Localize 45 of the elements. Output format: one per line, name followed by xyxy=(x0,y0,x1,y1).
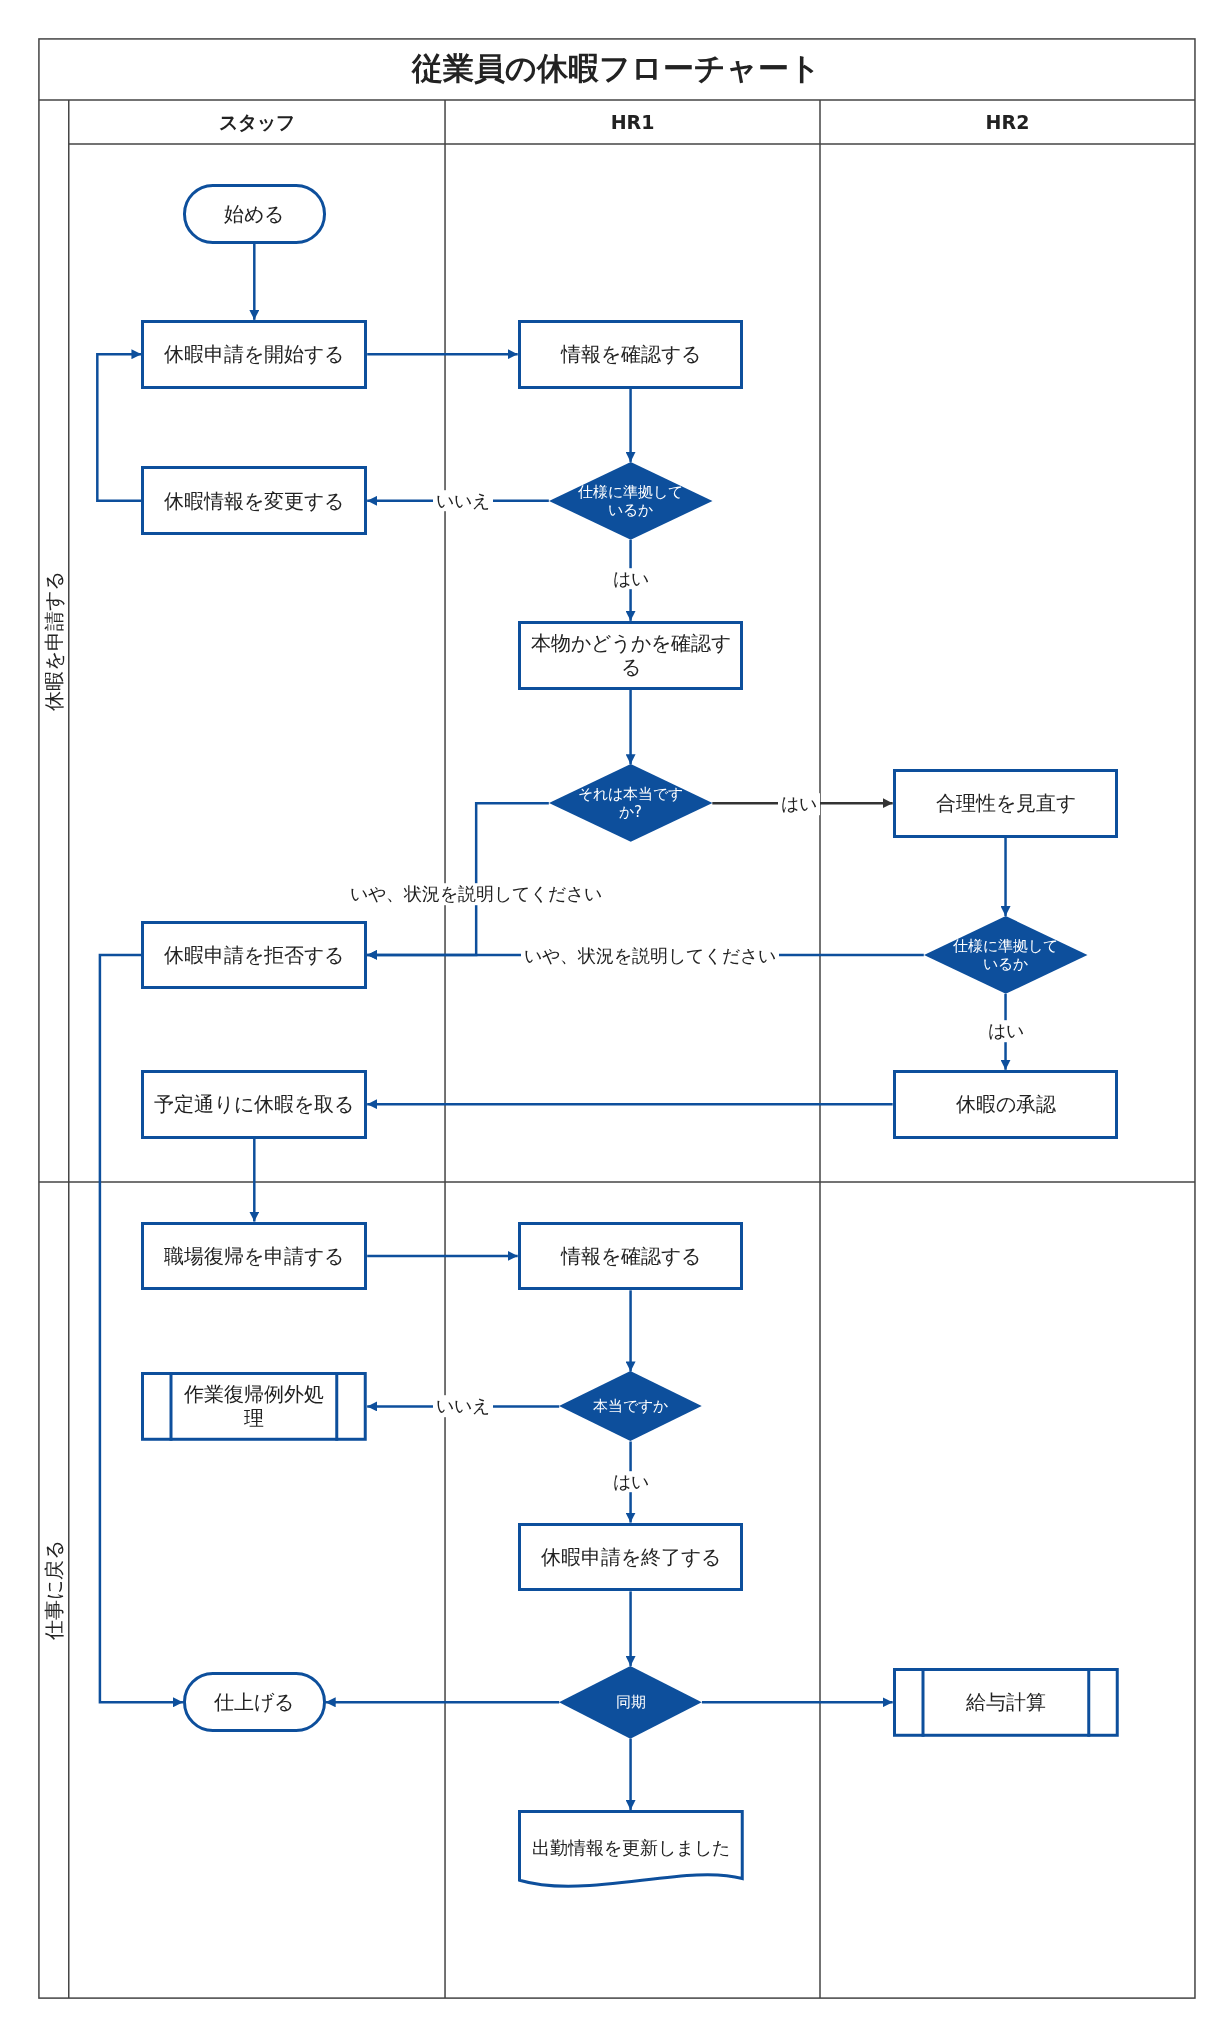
predefined-process-box: 給与計算 xyxy=(892,1667,1119,1737)
terminal-box: 仕上げる xyxy=(182,1672,326,1733)
process-box: 休暇申請を開始する xyxy=(141,319,368,389)
process-box: 本物かどうかを確認する xyxy=(517,620,744,690)
arrow xyxy=(625,388,636,462)
terminal-box: 始める xyxy=(182,184,326,244)
process-box: 合理性を見直す xyxy=(892,768,1119,838)
process-box: 休暇申請を終了する xyxy=(517,1522,744,1592)
arrow xyxy=(98,953,183,1708)
arrow xyxy=(625,1738,636,1810)
process-box: 情報を確認する xyxy=(517,1221,744,1291)
decision-diamond: それは本当ですか? xyxy=(548,764,713,843)
decision-diamond: 本当ですか xyxy=(559,1371,702,1442)
decision-diamond: 同期 xyxy=(559,1665,702,1739)
arrow xyxy=(625,689,636,765)
arrow xyxy=(625,1290,636,1372)
arrow xyxy=(1000,837,1011,916)
edge-label: いいえ xyxy=(433,1395,494,1418)
chart-title: 従業員の休暇フローチャート xyxy=(410,49,823,89)
decision-diamond: 仕様に準拠しているか xyxy=(548,461,713,540)
decision-diamond: 仕様に準拠しているか xyxy=(923,916,1088,994)
arrow xyxy=(701,1697,893,1708)
process-box: 職場復帰を申請する xyxy=(141,1221,368,1291)
lane-header: スタッフ xyxy=(68,99,446,144)
process-box: 休暇の承認 xyxy=(892,1069,1119,1139)
process-box: 情報を確認する xyxy=(517,319,744,389)
edge-label: いや、状況を説明してください xyxy=(521,945,780,967)
lane-header: HR2 xyxy=(820,99,1195,144)
arrow xyxy=(367,1099,893,1110)
process-box: 予定通りに休暇を取る xyxy=(141,1069,368,1139)
edge-label: いいえ xyxy=(433,490,494,512)
arrow xyxy=(96,349,142,503)
arrow xyxy=(249,243,260,320)
lane-label: 休暇を申請する xyxy=(38,99,69,1182)
arrow xyxy=(367,1250,518,1261)
process-box: 休暇申請を拒否する xyxy=(141,920,368,990)
arrow xyxy=(625,1591,636,1666)
arrow xyxy=(249,1138,260,1222)
lane-label: 仕事に戻る xyxy=(38,1182,69,1999)
predefined-process-box: 作業復帰例外処理 xyxy=(141,1372,368,1441)
arrow xyxy=(325,1697,560,1708)
process-box: 休暇情報を変更する xyxy=(141,466,368,536)
arrow xyxy=(367,349,518,360)
lane-header: HR1 xyxy=(445,99,820,144)
edge-label: はい xyxy=(778,793,821,816)
